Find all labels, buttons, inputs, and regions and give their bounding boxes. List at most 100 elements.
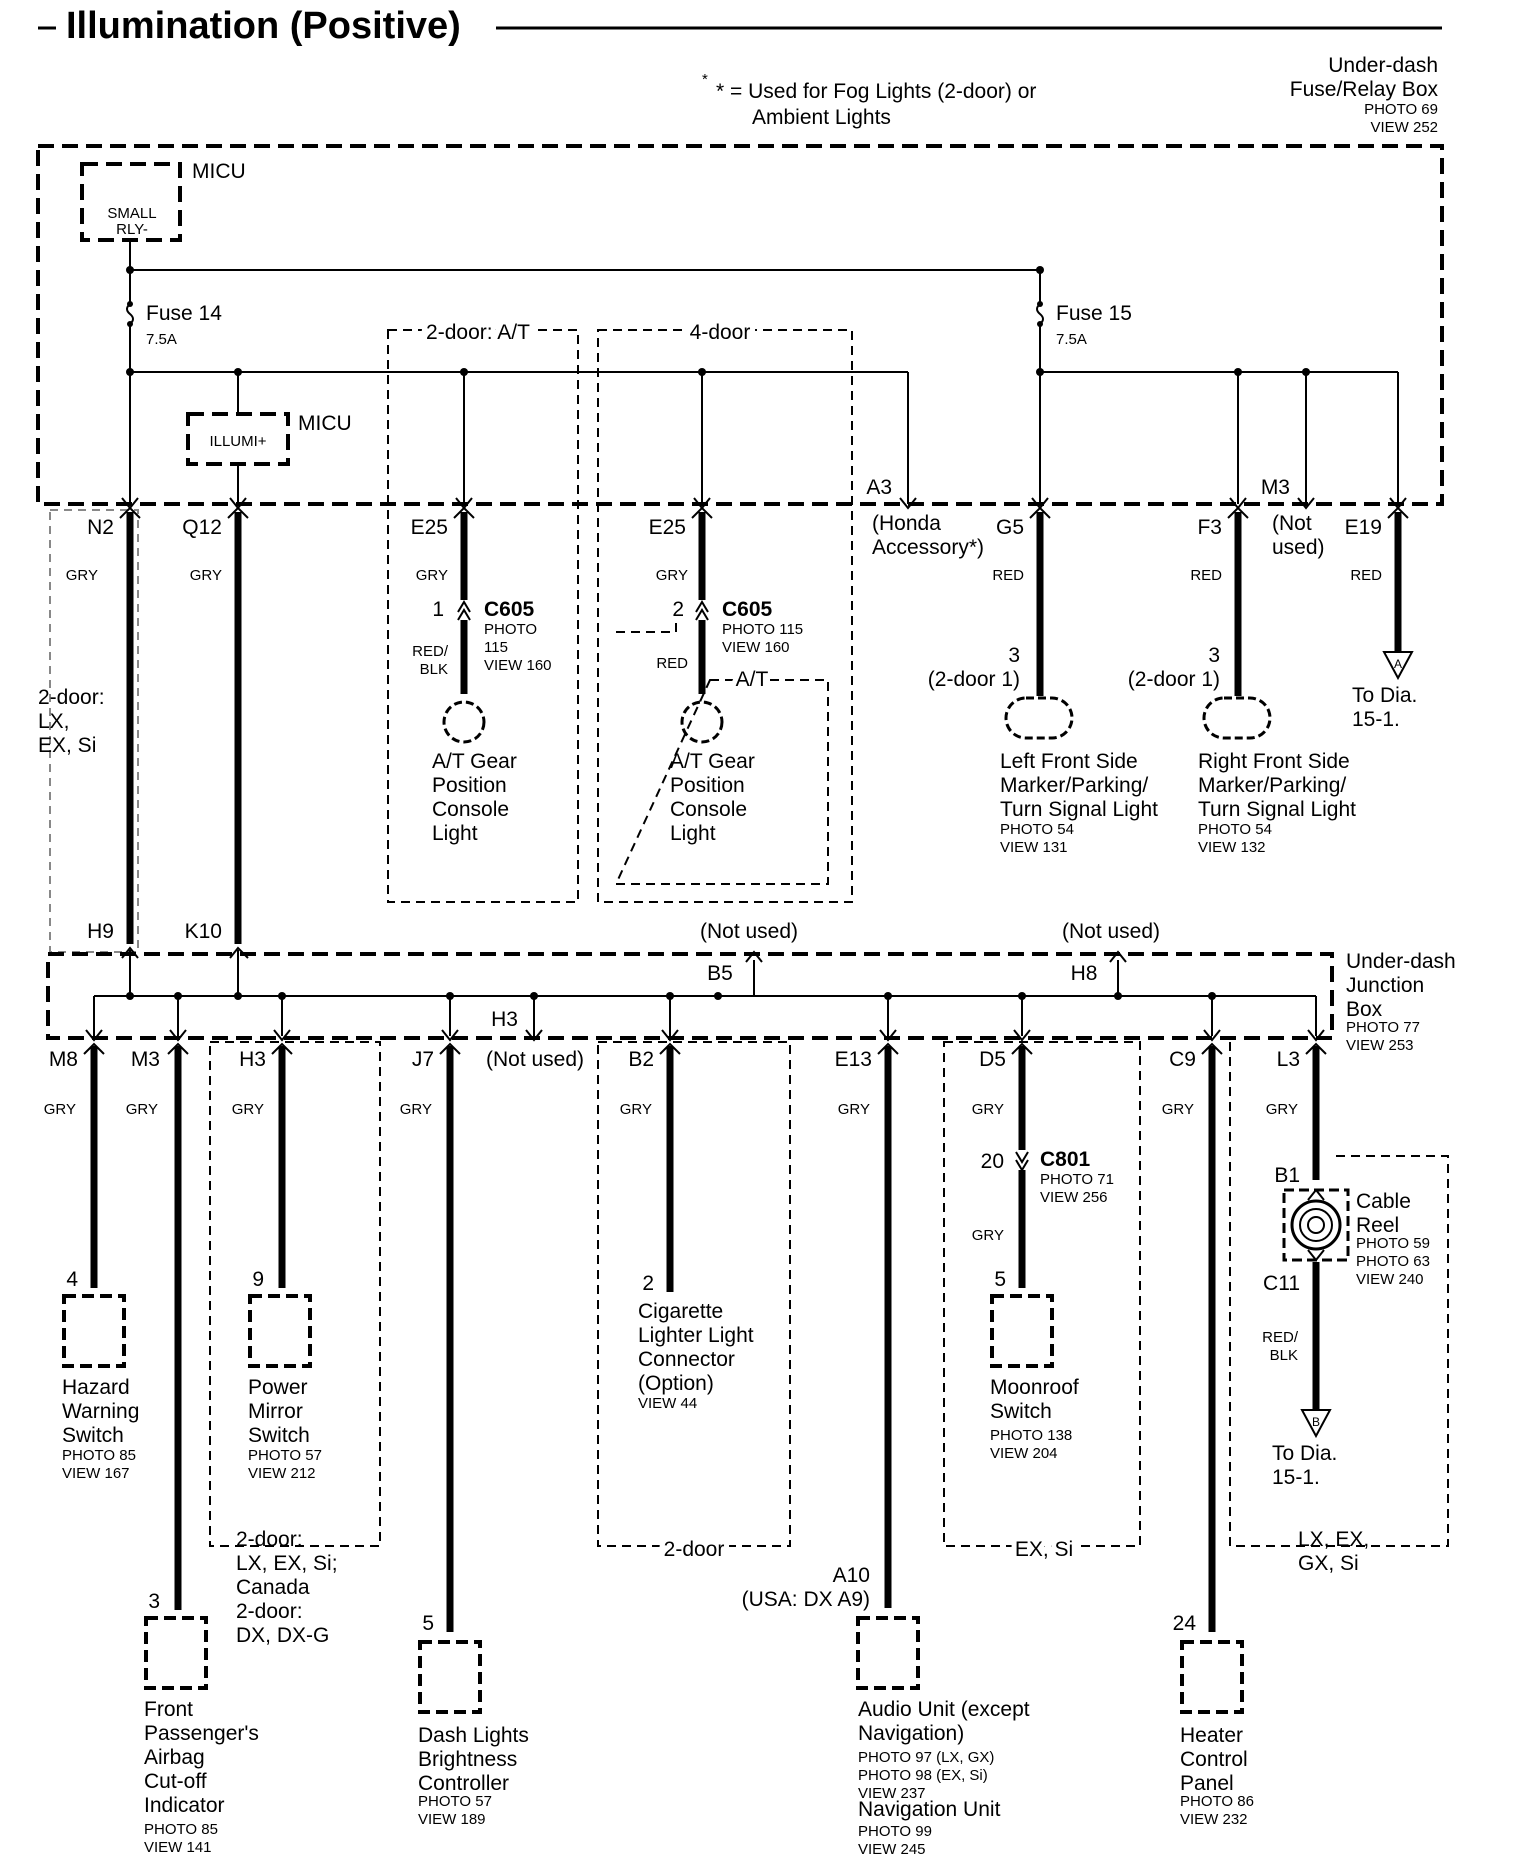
c801-pin: 20 xyxy=(981,1150,1004,1173)
off-page-connector-a xyxy=(1382,651,1414,681)
group-mirror-variant xyxy=(209,1041,381,1547)
wire-color-e13: GRY xyxy=(838,1101,870,1118)
fuse-box-terminal-arrows xyxy=(119,497,1409,519)
group-cable-reel-variant xyxy=(1229,1042,1449,1547)
heater-pin: 24 xyxy=(1173,1612,1197,1635)
right-marker-pin: 3 xyxy=(1208,644,1220,667)
group-moonroof-ex-si xyxy=(943,1041,1141,1547)
terminal-b5: B5 xyxy=(707,962,733,985)
terminal-h3: H3 xyxy=(239,1048,266,1071)
fuse-box-label1: Under-dash xyxy=(1328,54,1438,77)
group-at-label: A/T xyxy=(736,668,769,691)
terminal-e25-4door: E25 xyxy=(649,516,686,539)
terminal-h9: H9 xyxy=(87,920,114,943)
cable-reel-variant-label: LX, EX,GX, Si xyxy=(1298,1528,1369,1575)
terminal-e25-2door: E25 xyxy=(411,516,448,539)
dash-lights-pin: 5 xyxy=(422,1612,434,1635)
terminal-e19: E19 xyxy=(1345,516,1382,539)
terminal-n2: N2 xyxy=(87,516,114,539)
fuse-15-rating: 7.5A xyxy=(1056,331,1087,348)
terminal-e13: E13 xyxy=(835,1048,872,1071)
fuse-14-name: Fuse 14 xyxy=(146,302,222,325)
fuse-relay-box xyxy=(36,144,1444,506)
wire-color-m8: GRY xyxy=(44,1101,76,1118)
variant-2door-label: 2-door:LX,EX, Si xyxy=(38,686,105,757)
moonroof-pin: 5 xyxy=(994,1268,1006,1291)
group-2door-variant xyxy=(49,509,139,953)
micu-label-lower: MICU xyxy=(298,412,352,435)
note-line2: Ambient Lights xyxy=(752,106,891,129)
illumi-label: ILLUMI+ xyxy=(209,433,266,450)
terminal-g5: G5 xyxy=(996,516,1024,539)
group-2door-at-label: 2-door: A/T xyxy=(426,321,530,344)
to-dia-a: To Dia.15-1. xyxy=(1352,684,1417,731)
off-page-a-letter: A xyxy=(1394,657,1402,671)
not-used-h8-label: (Not used) xyxy=(1062,920,1160,943)
at-gear-light-2door xyxy=(442,700,486,744)
terminal-b2: B2 xyxy=(628,1048,654,1071)
terminal-c9: C9 xyxy=(1169,1048,1196,1071)
terminal-h8: H8 xyxy=(1071,962,1098,985)
left-marker-paren: (2-door 1) xyxy=(928,668,1020,691)
terminal-j7: J7 xyxy=(412,1048,434,1071)
wire-color-d5-lower: GRY xyxy=(972,1227,1004,1244)
terminal-a3: A3 xyxy=(866,476,892,499)
fuse-box-label2: Fuse/Relay Box xyxy=(1290,78,1439,101)
audio-navigation-unit xyxy=(856,1616,920,1690)
fuse-15-name: Fuse 15 xyxy=(1056,302,1132,325)
group-4door xyxy=(597,329,853,903)
at-gear-light-4door xyxy=(680,700,724,744)
wire-color-d5: GRY xyxy=(972,1101,1004,1118)
not-used-h3-bottom: (Not used) xyxy=(486,1048,584,1071)
connector-c605-b xyxy=(695,600,709,621)
audio-terminal: A10(USA: DX A9) xyxy=(742,1564,870,1611)
wire-color-q12: GRY xyxy=(190,567,222,584)
fuse-15-symbol xyxy=(1036,303,1044,325)
terminal-l3: L3 xyxy=(1277,1048,1300,1071)
terminal-m8: M8 xyxy=(49,1048,78,1071)
terminal-q12: Q12 xyxy=(182,516,222,539)
small-relay-label1: SMALL xyxy=(107,205,156,222)
dash-lights-brightness-controller xyxy=(418,1640,482,1714)
c801-name: C801 xyxy=(1040,1148,1091,1171)
wire-color-l3: GRY xyxy=(1266,1101,1298,1118)
wire-color-j7: GRY xyxy=(400,1101,432,1118)
wire-color-n2: GRY xyxy=(66,567,98,584)
left-front-marker-light xyxy=(1004,696,1074,740)
under-dash-junction-box xyxy=(46,952,1334,1040)
fuse-box-view: VIEW 252 xyxy=(1370,119,1438,136)
group-at-inner xyxy=(614,620,829,885)
junction-bottom-arrows xyxy=(83,1042,1327,1055)
off-page-connector-b xyxy=(1300,1409,1332,1439)
c605-pin2: 2 xyxy=(672,598,684,621)
terminal-f3: F3 xyxy=(1197,516,1222,539)
wire-color-c11: RED/BLK xyxy=(1262,1329,1299,1364)
not-used-b5-label: (Not used) xyxy=(700,920,798,943)
cigarette-ref: VIEW 44 xyxy=(638,1395,697,1412)
cable-reel-icon xyxy=(1290,1199,1342,1251)
wire-color-e25a: GRY xyxy=(416,567,448,584)
small-relay-label2: RLY- xyxy=(116,221,148,238)
cable-reel-c11: C11 xyxy=(1263,1272,1300,1295)
wire-color-red-4door: RED xyxy=(656,655,688,672)
